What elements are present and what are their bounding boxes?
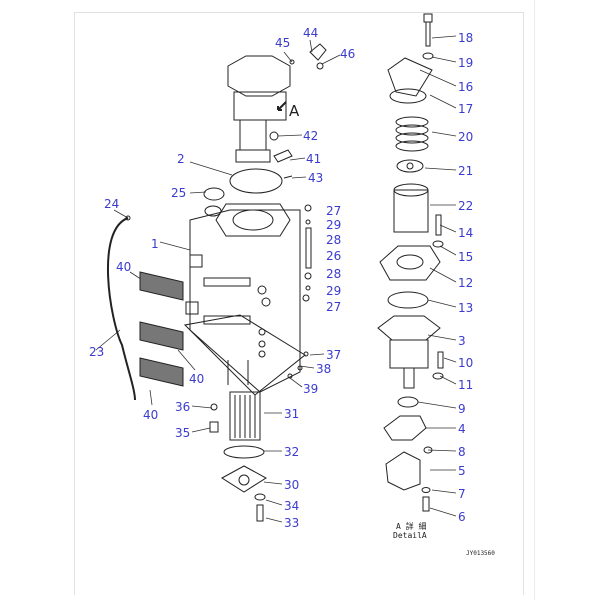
callout-29: 29 xyxy=(326,218,342,232)
callout-22: 22 xyxy=(458,199,474,213)
callout-12: 12 xyxy=(458,276,474,290)
callout-6: 6 xyxy=(458,510,466,524)
callout-21: 21 xyxy=(458,164,474,178)
callout-20: 20 xyxy=(458,130,474,144)
callout-44: 44 xyxy=(303,26,319,40)
callout-37: 37 xyxy=(326,348,342,362)
drawing-code: JY013560 xyxy=(466,550,495,557)
callout-27: 27 xyxy=(326,204,342,218)
callout-40: 40 xyxy=(143,408,159,422)
callout-27: 27 xyxy=(326,300,342,314)
callout-28: 28 xyxy=(326,267,342,281)
callout-34: 34 xyxy=(284,499,300,513)
callout-1: 1 xyxy=(151,237,159,251)
hose-and-plates xyxy=(106,215,184,401)
callout-46: 46 xyxy=(340,47,356,61)
callout-45: 45 xyxy=(275,36,291,50)
callout-4: 4 xyxy=(458,422,466,436)
detail-caption-en: DetailA xyxy=(393,531,427,540)
callout-13: 13 xyxy=(458,301,474,315)
callout-32: 32 xyxy=(284,445,300,459)
detail-caption-jp: A 詳 細 xyxy=(396,522,427,531)
callout-23: 23 xyxy=(89,345,105,359)
page-edge xyxy=(534,0,535,600)
callout-5: 5 xyxy=(458,464,466,478)
filter-head xyxy=(227,43,327,194)
callout-17: 17 xyxy=(458,102,474,116)
hydraulic-tank xyxy=(183,187,312,396)
view-marker-a: A xyxy=(289,102,300,120)
filter-element xyxy=(209,351,309,522)
callout-16: 16 xyxy=(458,80,474,94)
leader-lines xyxy=(95,35,457,523)
callout-36: 36 xyxy=(175,400,191,414)
callout-19: 19 xyxy=(458,56,474,70)
callout-42: 42 xyxy=(303,129,319,143)
callout-31: 31 xyxy=(284,407,300,421)
detail-a-parts xyxy=(377,13,444,512)
callout-40: 40 xyxy=(116,260,132,274)
callout-25: 25 xyxy=(171,186,187,200)
callout-15: 15 xyxy=(458,250,474,264)
callout-30: 30 xyxy=(284,478,300,492)
callout-10: 10 xyxy=(458,356,474,370)
callout-43: 43 xyxy=(308,171,324,185)
callout-40: 40 xyxy=(189,372,205,386)
callout-8: 8 xyxy=(458,445,466,459)
callout-11: 11 xyxy=(458,378,474,392)
callout-14: 14 xyxy=(458,226,474,240)
callout-24: 24 xyxy=(104,197,120,211)
callout-9: 9 xyxy=(458,402,466,416)
callout-2: 2 xyxy=(177,152,185,166)
callout-26: 26 xyxy=(326,249,342,263)
callout-7: 7 xyxy=(458,487,466,501)
spring xyxy=(395,116,429,152)
callout-28: 28 xyxy=(326,233,342,247)
callout-39: 39 xyxy=(303,382,319,396)
callout-41: 41 xyxy=(306,152,322,166)
callout-33: 33 xyxy=(284,516,300,530)
callout-29: 29 xyxy=(326,284,342,298)
drawing-frame xyxy=(74,12,524,595)
callout-18: 18 xyxy=(458,31,474,45)
callout-3: 3 xyxy=(458,334,466,348)
callout-38: 38 xyxy=(316,362,332,376)
callout-35: 35 xyxy=(175,426,191,440)
